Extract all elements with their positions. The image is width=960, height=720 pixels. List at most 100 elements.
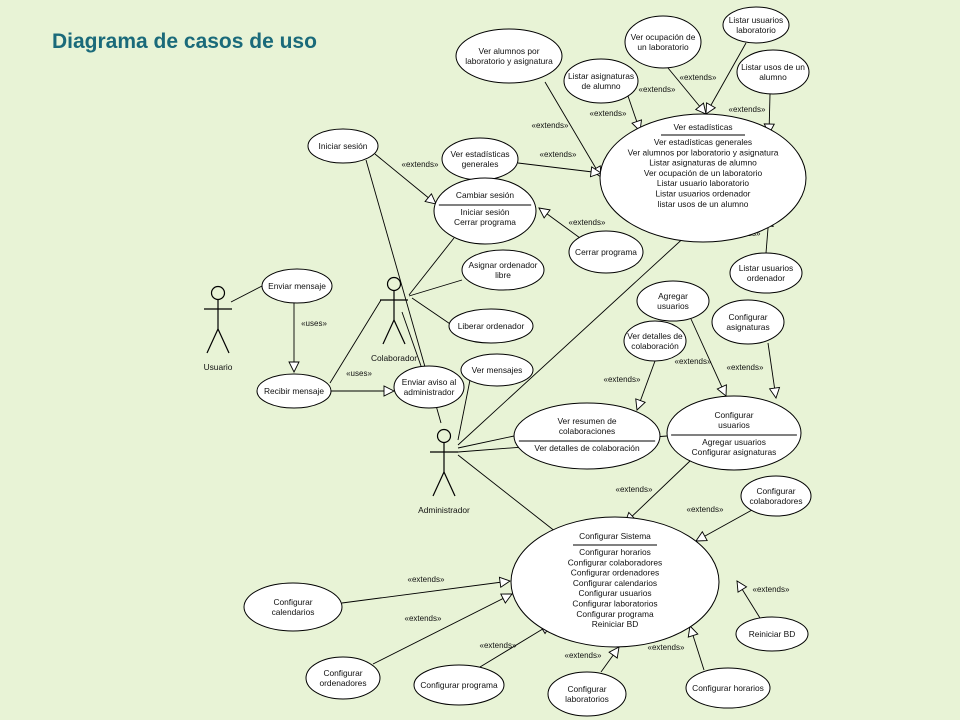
extension-point-label: Cerrar programa: [454, 217, 516, 227]
association-line: [408, 279, 463, 297]
use-case-label: Iniciar sesión: [319, 141, 368, 151]
use-case-enviar-mensaje[interactable]: Enviar mensaje: [261, 268, 333, 304]
relation-uses: [288, 303, 300, 374]
extension-point-label: Configurar calendarios: [573, 578, 657, 588]
use-case-label: Configurar: [567, 684, 606, 694]
association-line: [457, 435, 515, 449]
extension-point-label: Iniciar sesión: [461, 207, 510, 217]
stereotype-label: «extends»: [675, 357, 712, 366]
actor-leg-left: [382, 319, 395, 345]
dependency-line: [705, 42, 747, 115]
stereotype-label: «extends»: [405, 614, 442, 623]
association-line: [457, 379, 471, 441]
stereotype-label: «extends»: [540, 150, 577, 159]
use-case-label: Ver detalles de: [627, 331, 683, 341]
use-case-configurar-horarios[interactable]: Configurar horarios: [685, 667, 771, 709]
relation-extends: [538, 207, 581, 239]
stereotype-label: «extends»: [565, 651, 602, 660]
extension-point-label: Ver detalles de colaboración: [534, 443, 640, 453]
use-case-ellipse: [722, 6, 790, 44]
extension-point-label: Ver alumnos por laboratorio y asignatura: [628, 147, 779, 157]
arrowhead: [635, 398, 646, 411]
actor-usuario[interactable]: Usuario: [204, 285, 233, 373]
association-line: [401, 311, 422, 367]
relation-extends: [635, 360, 656, 411]
actor-leg-left: [432, 471, 445, 497]
use-case-label: ordenador: [747, 273, 785, 283]
use-case-label: Enviar aviso al: [402, 377, 457, 387]
use-case-ellipse: [243, 582, 343, 632]
use-case-label: libre: [495, 270, 511, 280]
use-case-recibir-mensaje[interactable]: Recibir mensaje: [256, 373, 332, 409]
relation-association: [230, 285, 263, 303]
use-case-label: Configurar: [756, 486, 795, 496]
stereotype-label: «extends»: [727, 363, 764, 372]
arrowhead: [736, 580, 748, 593]
use-case-ellipse: [448, 308, 534, 344]
dependency-line: [695, 509, 753, 542]
use-case-label: calendarios: [272, 607, 315, 617]
relation-extends: [705, 42, 747, 115]
use-case-ellipse: [513, 402, 661, 470]
extension-point-label: Configurar colaboradores: [568, 557, 663, 567]
actor-colaborador[interactable]: Colaborador: [371, 276, 417, 364]
use-case-ellipse: [736, 49, 810, 95]
use-case-label: colaboraciones: [559, 426, 615, 436]
use-case-iniciar-sesion[interactable]: Iniciar sesión: [307, 128, 379, 164]
use-case-configurar-programa[interactable]: Configurar programa: [413, 664, 505, 706]
extension-point-label: Configurar usuarios: [578, 588, 651, 598]
use-case-label: Ver estadísticas: [450, 149, 509, 159]
use-case-label: usuarios: [657, 301, 689, 311]
extension-point-label: Reiniciar BD: [592, 619, 639, 629]
use-case-label: Configurar Sistema: [579, 531, 651, 541]
use-case-reiniciar-bd[interactable]: Reiniciar BD: [735, 616, 809, 652]
arrowhead: [608, 646, 620, 659]
relation-extends: [690, 318, 727, 397]
use-case-label: Cerrar programa: [575, 247, 637, 257]
use-case-cerrar-programa[interactable]: Cerrar programa: [568, 230, 644, 274]
dependency-line: [624, 460, 691, 524]
use-case-ellipse: [261, 268, 333, 304]
use-case-ver-mensajes[interactable]: Ver mensajes: [460, 353, 534, 387]
relation-association: [457, 221, 702, 446]
extension-point-label: Listar usuarios ordenador: [656, 189, 751, 199]
use-case-ellipse: [729, 252, 803, 294]
dependency-line: [374, 153, 437, 205]
extension-point-label: Listar usuario laboratorio: [657, 178, 750, 188]
stereotype-label: «extends»: [569, 218, 606, 227]
stereotype-label: «extends»: [590, 109, 627, 118]
relation-extends: [374, 153, 437, 205]
use-case-ellipse: [547, 671, 627, 717]
actor-head: [386, 276, 402, 292]
use-case-liberar-ordenador[interactable]: Liberar ordenador: [448, 308, 534, 344]
actor-label: Usuario: [204, 362, 233, 372]
use-case-label: generales: [462, 159, 499, 169]
stereotype-label: «extends»: [402, 160, 439, 169]
use-case-label: Configurar horarios: [692, 683, 764, 693]
stereotype-label: «extends»: [532, 121, 569, 130]
actor-administrador[interactable]: Administrador: [418, 428, 470, 516]
